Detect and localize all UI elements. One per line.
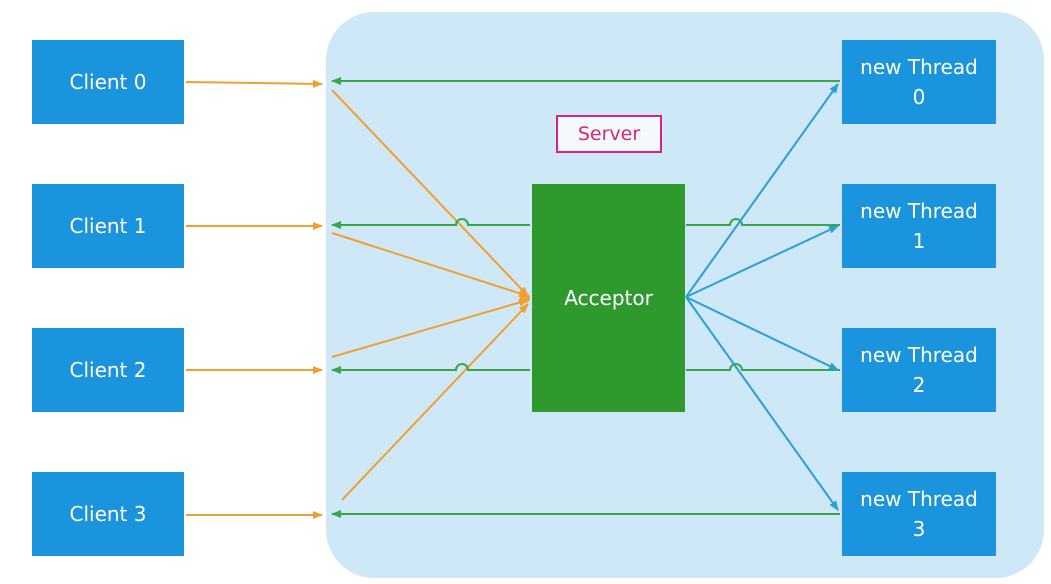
- client-3-to-acceptor-arrow: [341, 303, 529, 501]
- client-3-label: Client 3: [69, 502, 147, 526]
- thread-0-box: new Thread 0: [842, 40, 996, 124]
- thread-2-box: new Thread 2: [842, 328, 996, 412]
- server-label: Server: [556, 115, 662, 153]
- client-0-to-acceptor-arrow: [331, 89, 529, 297]
- client-0-box: Client 0: [32, 40, 184, 124]
- acceptor-to-thread-0-arrow: [685, 83, 839, 298]
- acceptor-to-thread-2-arrow: [685, 296, 839, 371]
- thread-2-label: new Thread: [860, 343, 978, 367]
- client-0-request-arrow: [185, 79, 323, 88]
- thread-0-label: new Thread: [860, 55, 978, 79]
- thread-2-number: 2: [912, 373, 926, 397]
- client-2-label: Client 2: [69, 358, 147, 382]
- thread-2-response-arrow-left: [331, 363, 530, 374]
- thread-3-box: new Thread 3: [842, 472, 996, 556]
- client-1-to-acceptor-arrow: [331, 232, 529, 298]
- client-2-box: Client 2: [32, 328, 184, 412]
- client-0-label: Client 0: [69, 70, 147, 94]
- acceptor-input-dot: [520, 293, 530, 303]
- thread-3-number: 3: [912, 517, 926, 541]
- thread-2-response-arrow-right: [686, 363, 840, 371]
- client-1-label: Client 1: [69, 214, 147, 238]
- acceptor-box: Acceptor: [532, 184, 685, 412]
- thread-1-response-arrow-left: [331, 218, 530, 229]
- thread-1-response-arrow-right: [686, 218, 840, 226]
- client-1-box: Client 1: [32, 184, 184, 268]
- client-2-to-acceptor-arrow: [331, 298, 529, 358]
- thread-0-number: 0: [912, 85, 926, 109]
- thread-1-label: new Thread: [860, 199, 978, 223]
- thread-3-label: new Thread: [860, 487, 978, 511]
- thread-1-box: new Thread 1: [842, 184, 996, 268]
- client-3-box: Client 3: [32, 472, 184, 556]
- thread-1-number: 1: [912, 229, 926, 253]
- acceptor-label: Acceptor: [564, 286, 653, 310]
- acceptor-to-thread-1-arrow: [685, 225, 839, 298]
- acceptor-to-thread-3-arrow: [685, 296, 839, 511]
